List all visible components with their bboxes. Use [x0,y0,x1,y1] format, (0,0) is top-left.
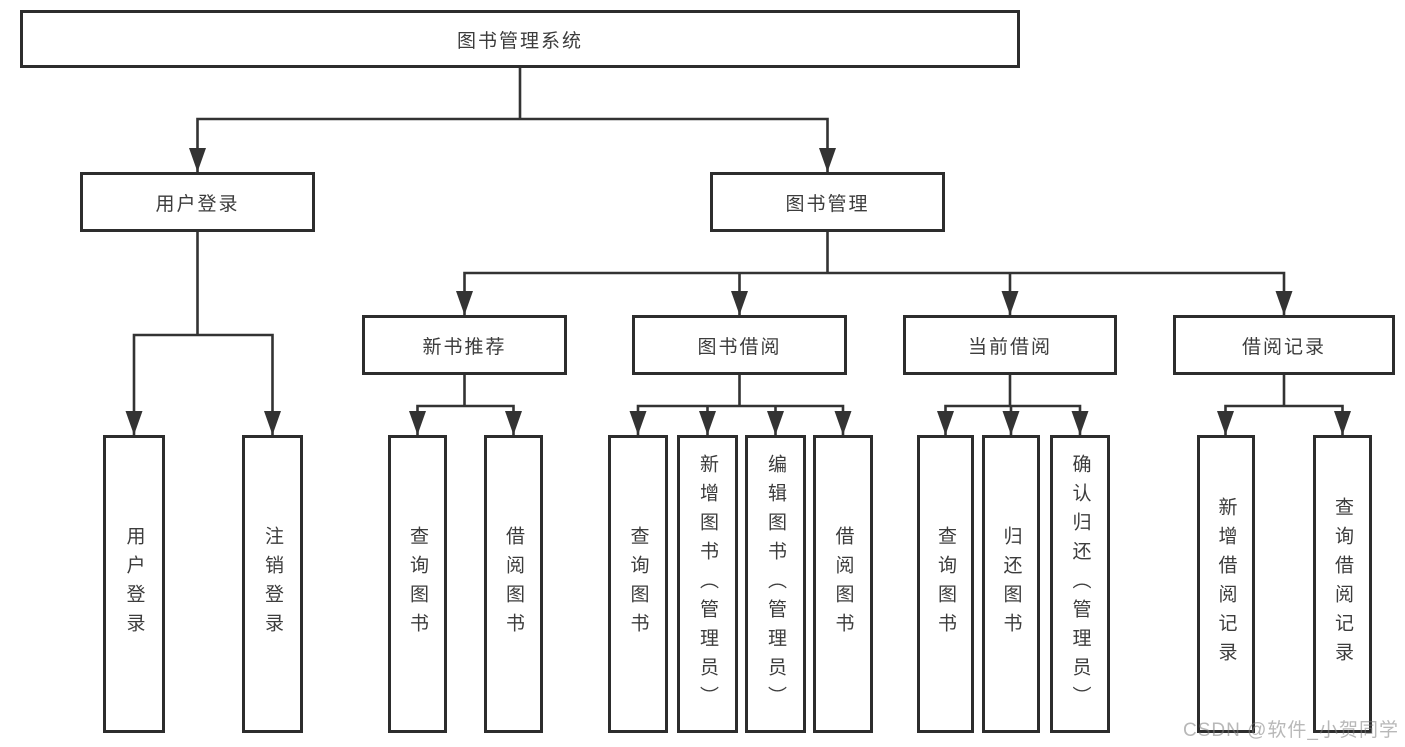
leaf-label: 归还图书 [1000,526,1022,642]
arrowhead [731,291,748,315]
arrowhead [505,411,522,435]
arrowhead [1217,411,1234,435]
leaf-label: 查询图书 [627,526,649,642]
node-book-borrowing: 图书借阅 [632,315,847,375]
node-new-book-recommend: 新书推荐 [362,315,567,375]
node-label: 借阅记录 [1241,336,1326,358]
leaf-label: 借阅图书 [503,526,524,642]
leaf-borrow-books-1: 借阅图书 [484,435,543,733]
node-book-management: 图书管理 [710,172,945,232]
arrowhead [1001,291,1019,315]
leaf-user-login: 用户登录 [103,435,165,733]
arrowhead [409,411,426,435]
leaf-query-books-3: 查询图书 [917,435,974,733]
node-label: 图书借阅 [697,336,782,358]
leaf-label: 新增借阅记录 [1215,497,1237,671]
node-label: 图书管理系统 [456,30,583,52]
arrowhead [1002,411,1020,435]
leaf-query-books-1: 查询图书 [388,435,447,733]
leaf-query-borrow-record: 查询借阅记录 [1313,435,1372,733]
arrowhead [1275,291,1293,315]
arrowhead [189,148,206,172]
leaf-label: 编辑图书（管理员） [765,453,786,715]
leaf-label: 新增图书（管理员） [697,453,718,715]
arrowhead [1334,411,1351,435]
node-user-login: 用户登录 [80,172,315,232]
node-label: 当前借阅 [967,336,1052,358]
node-label: 图书管理 [785,193,870,215]
leaf-label: 确认归还（管理员） [1069,453,1091,715]
arrowhead [456,291,473,315]
leaf-label: 查询借阅记录 [1332,497,1353,671]
arrowhead [264,411,281,435]
arrowhead [699,411,716,435]
arrowhead [125,411,143,435]
leaf-borrow-books-2: 借阅图书 [813,435,873,733]
node-library-system: 图书管理系统 [20,10,1020,68]
arrowhead [767,411,784,435]
node-label: 用户登录 [155,193,240,215]
node-borrowing-records: 借阅记录 [1173,315,1395,375]
node-current-borrowing: 当前借阅 [903,315,1117,375]
leaf-add-books-admin: 新增图书（管理员） [677,435,738,733]
leaf-edit-books-admin: 编辑图书（管理员） [745,435,806,733]
leaf-label: 查询图书 [407,526,428,642]
arrowhead [1071,411,1089,435]
leaf-return-books: 归还图书 [982,435,1040,733]
arrowhead [937,411,954,435]
watermark: CSDN @软件_小贺同学 [1183,720,1399,741]
leaf-add-borrow-record: 新增借阅记录 [1197,435,1255,733]
leaf-label: 借阅图书 [832,526,854,642]
arrowhead [819,148,836,172]
leaf-label: 用户登录 [123,526,145,642]
arrowhead [629,411,647,435]
leaf-logout: 注销登录 [242,435,303,733]
leaf-confirm-return-admin: 确认归还（管理员） [1050,435,1110,733]
leaf-label: 查询图书 [935,526,956,642]
leaf-query-books-2: 查询图书 [608,435,668,733]
node-label: 新书推荐 [422,336,507,358]
leaf-label: 注销登录 [262,526,283,642]
arrowhead [834,411,852,435]
